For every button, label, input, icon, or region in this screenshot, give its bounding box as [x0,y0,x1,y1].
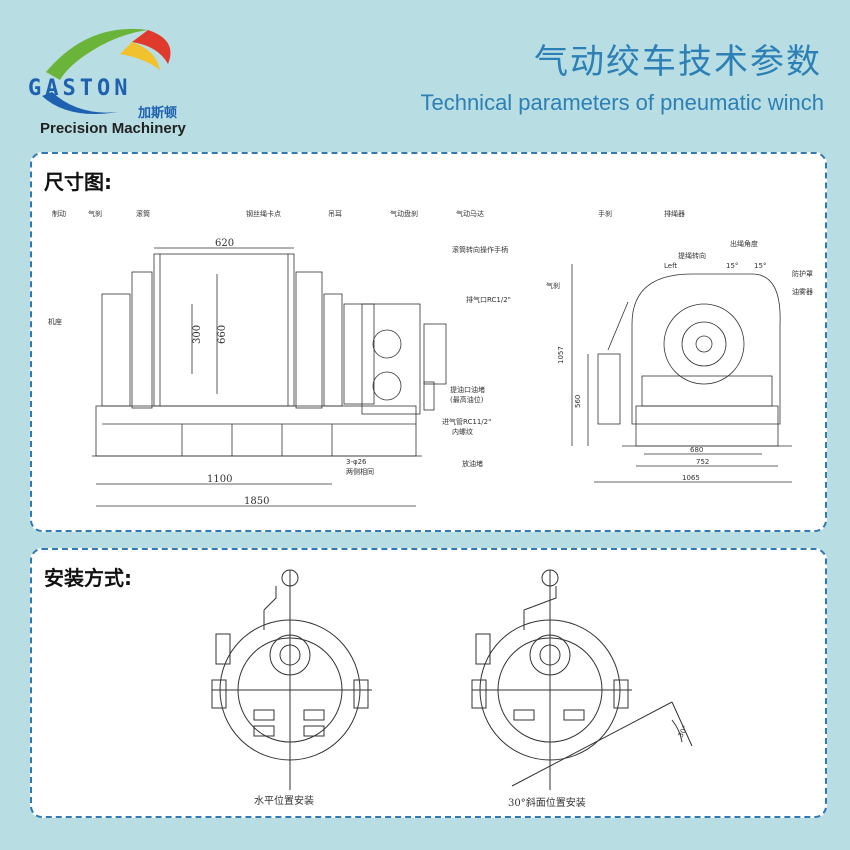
dimension-drawing: 620 300 660 1100 1850 制动 气刹 滚筒 钢丝绳卡点 吊耳 … [48,209,813,507]
callout-max-oil: (最高油位) [450,395,484,404]
inclined-install-view [471,569,693,790]
callout-lubricator: 油雾器 [792,287,813,296]
callout-drain-plug: 放油堵 [462,459,483,468]
horizontal-install-view [211,569,372,790]
callout-angle-left: 15° [726,262,738,270]
callout-drum-handle: 滚筒转向操作手柄 [452,245,508,254]
dim-660: 660 [217,325,228,344]
page-title-cn: 气动绞车技术参数 [534,42,822,82]
logo-swoosh-icon [42,28,171,114]
callout-angle-right: 15° [754,262,766,270]
callout-left: Left [664,262,677,270]
page-title-en: Technical parameters of pneumatic winch [420,90,824,115]
dim-560: 560 [574,395,582,408]
callout-air-inlet: 进气管RC11/2" [442,417,491,426]
dim-1100: 1100 [207,474,232,485]
dimension-panel-label: 尺寸图: [44,170,112,194]
install-drawing: 30° 水平位置安装 30°斜面位置安装 [211,569,693,809]
callout-oil-plug: 提油口油堵 [450,385,485,394]
callout-base: 机座 [48,317,62,326]
dim-1850: 1850 [244,496,269,507]
header: GASTON 加斯顿 Precision Machinery 气动绞车技术参数 … [0,0,850,140]
callout-both-sides: 两侧相同 [346,467,374,476]
install-panel-label: 安装方式: [44,566,132,590]
callout-exhaust: 排气口RC1/2" [466,295,511,304]
callout-inner-thread: 内螺纹 [452,427,473,436]
dim-1065: 1065 [682,474,700,482]
callout-guard: 防护罩 [792,269,813,278]
company-logo: GASTON 加斯顿 Precision Machinery [28,20,188,137]
callout-rope-guide: 排绳器 [664,209,685,218]
callout-rope-clamp: 钢丝绳卡点 [246,209,281,218]
callout-disc-brake: 气动盘刹 [390,209,418,218]
dimension-panel: 尺寸图: [30,152,827,532]
callout-lifting-lug: 吊耳 [328,210,342,218]
caption-horizontal: 水平位置安装 [254,794,314,807]
dim-620: 620 [215,238,234,249]
callout-side-air-brake: 气刹 [546,281,560,290]
front-view [92,247,447,507]
callout-hand-brake: 手刹 [598,209,612,218]
callout-rope-angle: 出绳角度 [730,239,758,248]
side-view [571,264,792,483]
brand-name: GASTON [28,76,132,101]
dim-680: 680 [690,446,703,454]
install-panel: 安装方式: [30,548,827,818]
dim-300: 300 [192,325,203,344]
dim-752: 752 [696,458,709,466]
callout-holes: 3-φ26 [346,458,367,466]
callout-rope-direction: 提绳转向 [678,251,706,260]
callout-brake: 制动 [52,209,66,218]
callout-drum: 滚筒 [136,209,150,218]
callout-air-motor: 气动马达 [456,209,484,218]
brand-subtitle: Precision Machinery [40,120,186,137]
dim-1057: 1057 [557,346,565,364]
callout-air-brake: 气刹 [88,209,102,218]
caption-inclined: 30°斜面位置安装 [508,796,586,809]
brand-name-cn: 加斯顿 [138,106,178,121]
